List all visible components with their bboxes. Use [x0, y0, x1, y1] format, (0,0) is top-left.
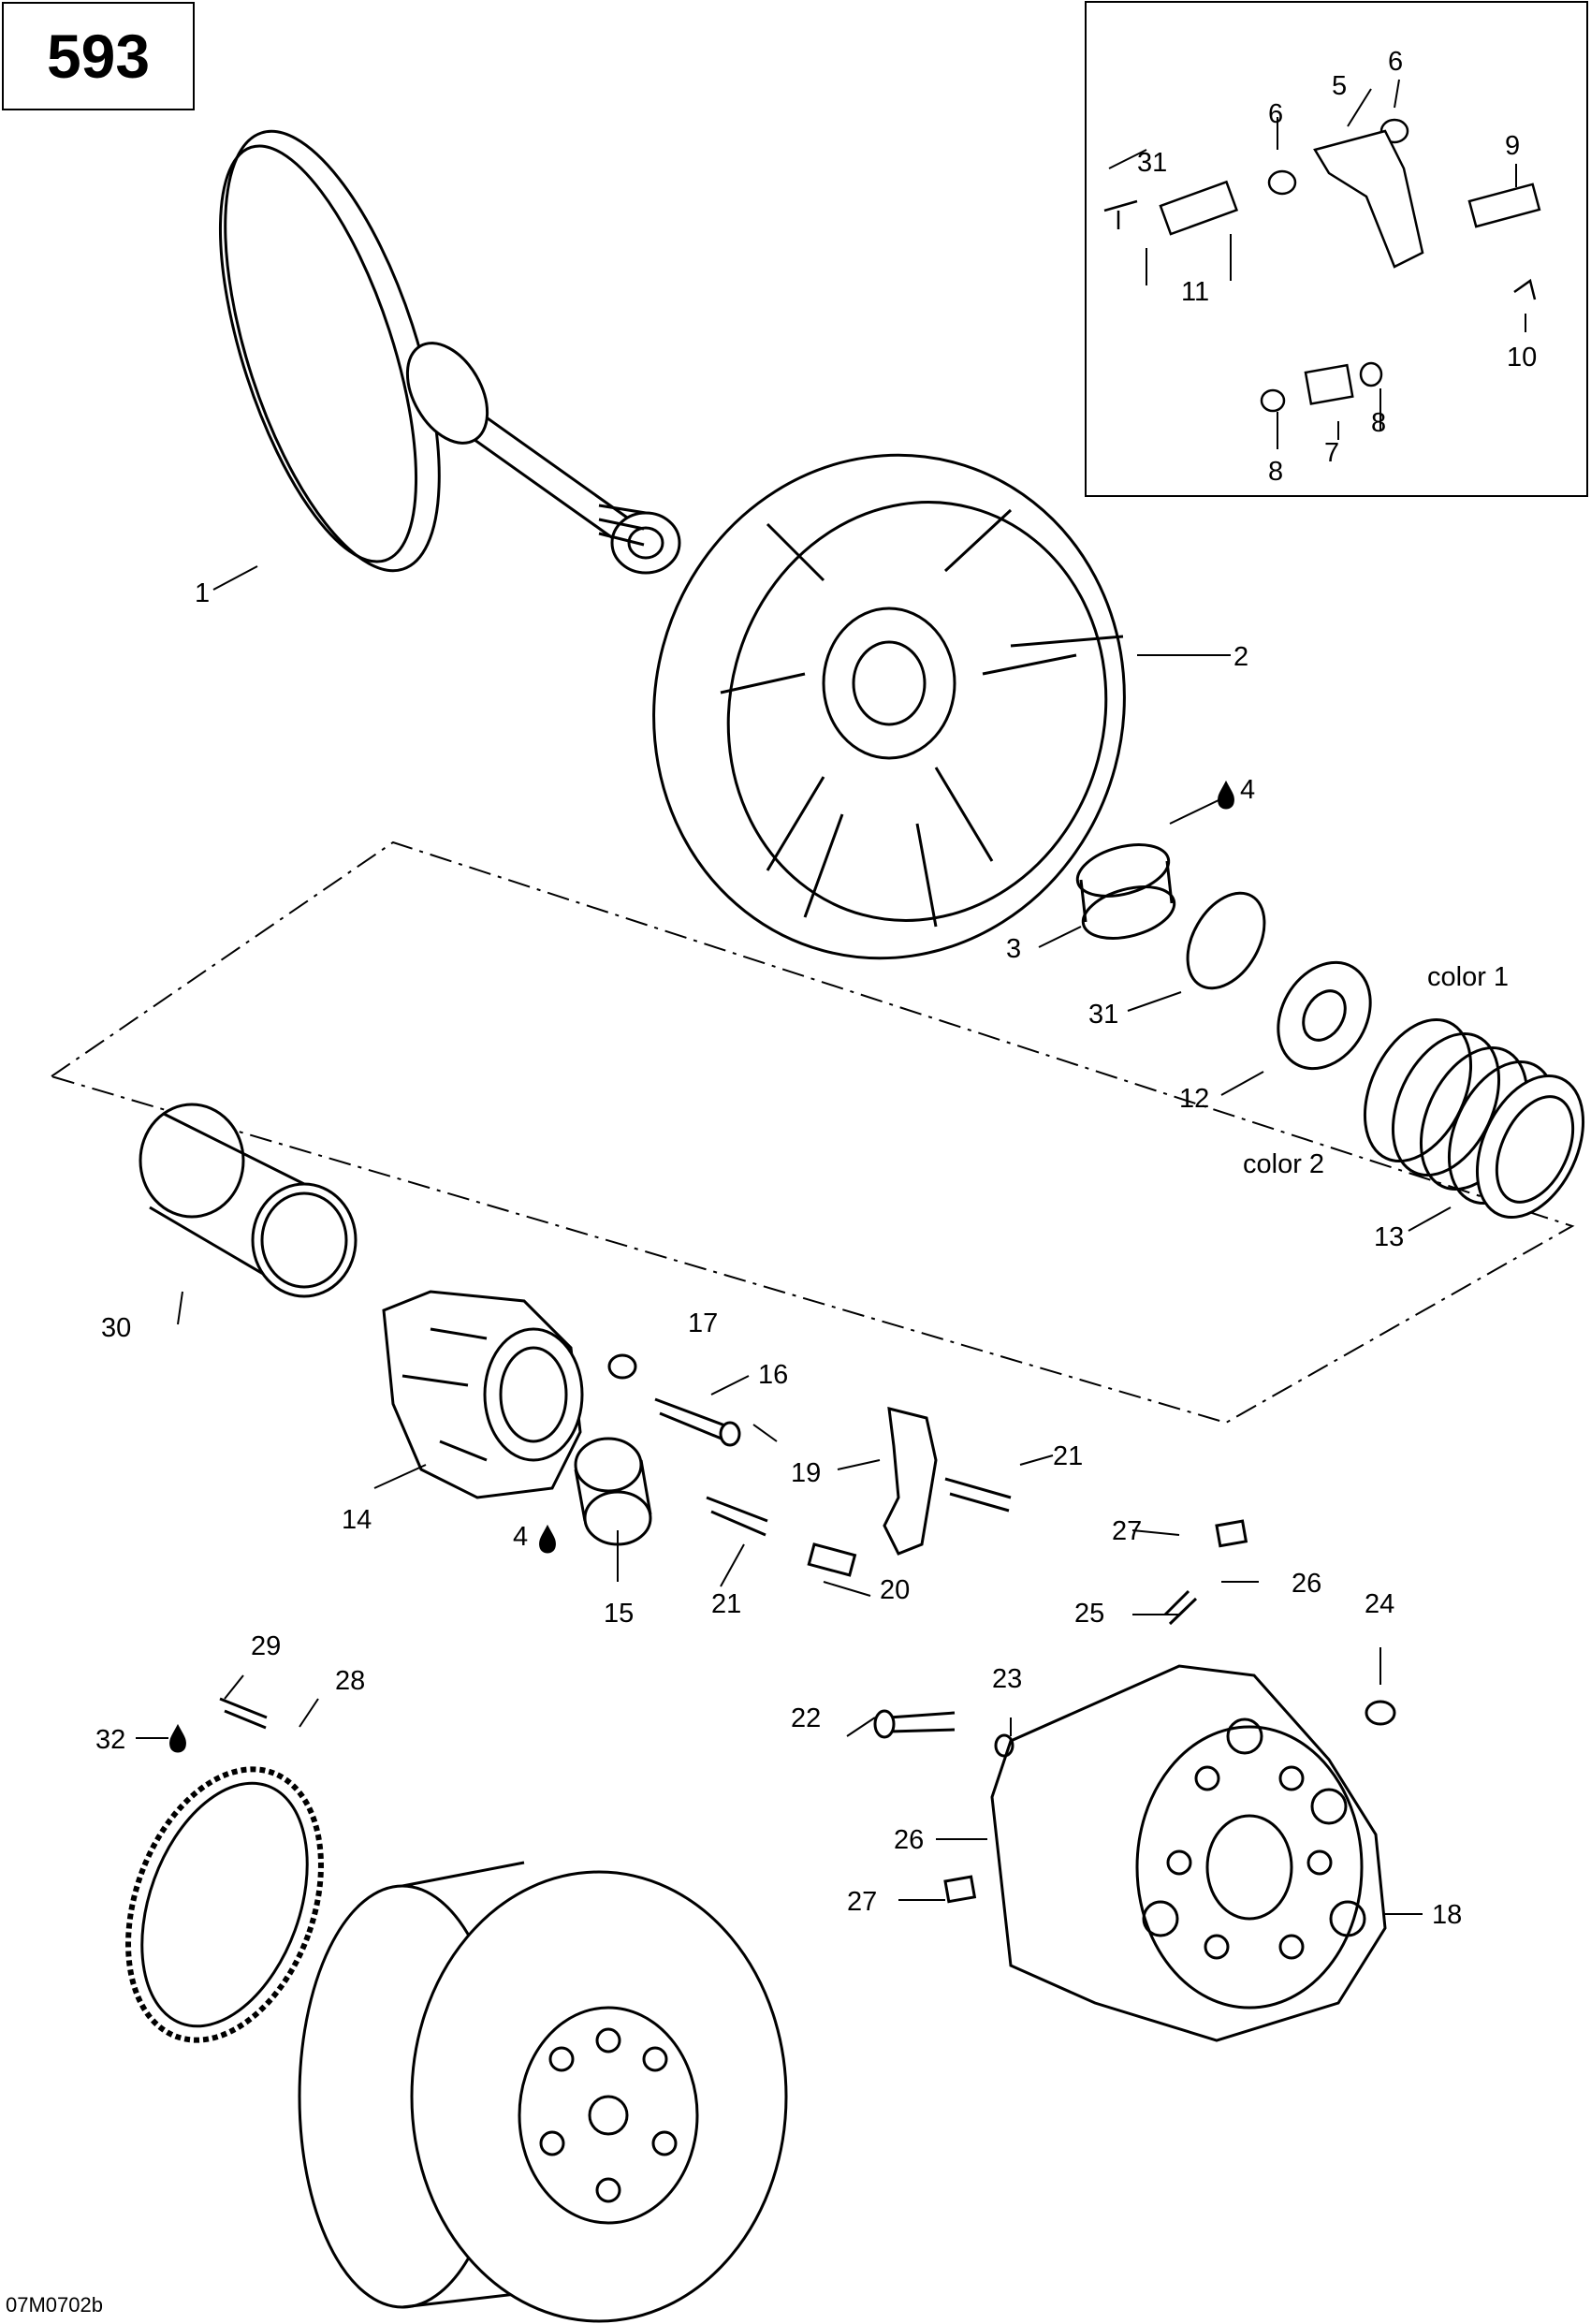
callout-29: 29 [251, 1631, 282, 1661]
governor-hardware [873, 1519, 1396, 1904]
callout-3: 3 [1006, 934, 1022, 964]
callout-22: 22 [791, 1703, 822, 1733]
callout-leaders [136, 79, 1526, 1915]
oil-drop-icon [1218, 780, 1234, 810]
callout-color-1: color 1 [1427, 962, 1510, 992]
sheave-bushing-and-spring [1075, 843, 1585, 1220]
ring-gear-part [125, 1697, 324, 2043]
oil-drop-icon [169, 1723, 186, 1753]
callout-9: 9 [1505, 131, 1521, 161]
figure-id: 07M0702b [6, 2293, 103, 2317]
callout-1: 1 [195, 578, 211, 608]
callout-11: 11 [1181, 277, 1210, 307]
callout-28: 28 [335, 1666, 366, 1696]
callout-4-top: 4 [1240, 775, 1256, 805]
callout-17: 17 [688, 1308, 719, 1338]
sliding-sheave-part [652, 453, 1126, 960]
small-hardware [574, 1353, 1012, 1577]
page-number: 593 [46, 22, 151, 91]
inset-parts [1103, 118, 1541, 413]
callout-color-2: color 2 [1243, 1149, 1325, 1179]
callout-7: 7 [1324, 438, 1340, 468]
callout-26-top: 26 [1292, 1569, 1322, 1599]
callout-32: 32 [95, 1725, 126, 1755]
callout-30: 30 [101, 1313, 132, 1343]
governor-cup-part [990, 1664, 1387, 2042]
callout-12: 12 [1179, 1084, 1210, 1114]
callout-27-lower: 27 [847, 1887, 878, 1917]
callout-26-lower: 26 [894, 1825, 925, 1855]
callout-13: 13 [1374, 1222, 1405, 1252]
callout-25: 25 [1074, 1599, 1105, 1629]
page-number-box: 593 [2, 2, 195, 110]
callout-10: 10 [1507, 343, 1538, 373]
callout-21-right: 21 [1053, 1441, 1084, 1471]
assembled-clutch [298, 1861, 788, 2323]
callout-8-left: 8 [1268, 457, 1284, 487]
callout-15: 15 [604, 1599, 635, 1629]
sleeve-part [139, 1103, 358, 1298]
callout-16: 16 [758, 1360, 789, 1390]
callout-14: 14 [342, 1505, 372, 1535]
callout-31-lower: 31 [1088, 1000, 1119, 1030]
callout-31-inset: 31 [1137, 148, 1168, 178]
callout-5: 5 [1332, 71, 1348, 101]
fixed-sheave-part [218, 129, 681, 575]
assembly-outline [49, 840, 1575, 1425]
callout-6-left: 6 [1268, 99, 1284, 129]
callout-6-right: 6 [1388, 47, 1404, 77]
callout-24: 24 [1365, 1589, 1395, 1619]
callout-8-right: 8 [1371, 408, 1387, 438]
spider-part [382, 1290, 584, 1499]
callout-20: 20 [880, 1575, 911, 1605]
callout-2: 2 [1233, 642, 1249, 672]
callout-18: 18 [1432, 1900, 1463, 1930]
callout-23: 23 [992, 1664, 1023, 1694]
callout-4-lower: 4 [513, 1522, 529, 1552]
detail-inset-box [1085, 1, 1588, 497]
oil-drop-icon [539, 1524, 556, 1554]
callout-27-top: 27 [1112, 1516, 1143, 1546]
callout-19: 19 [791, 1458, 822, 1488]
callout-21-left: 21 [711, 1589, 742, 1619]
